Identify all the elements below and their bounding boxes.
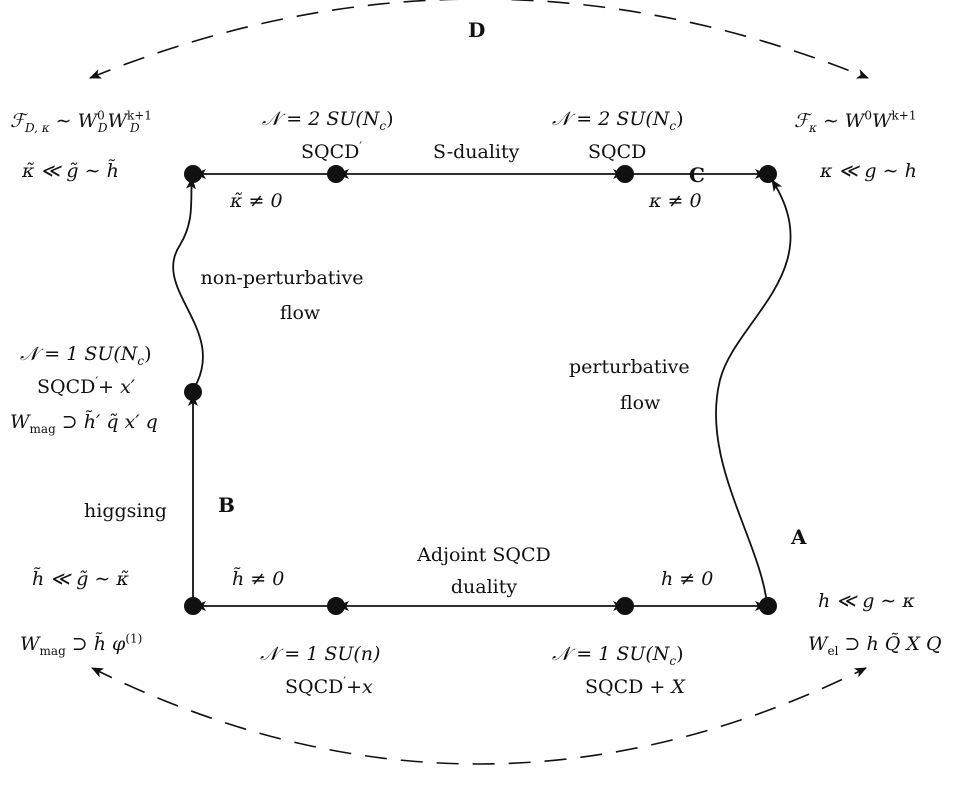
theory-sqcd-prime-middle: SQCD′+ x′ bbox=[37, 374, 136, 398]
coupling-hierarchy-dual-top: κ̃ ≪ g̃ ∼ h̃ bbox=[22, 160, 119, 182]
node-top-sqcd-prime bbox=[327, 165, 345, 183]
node-bottom-sqcd bbox=[616, 597, 634, 615]
kappa-nonzero-label: κ ≠ 0 bbox=[649, 190, 702, 212]
theory-sqcd-top: SQCD bbox=[588, 141, 647, 163]
node-middle-left bbox=[184, 383, 202, 401]
node-bottom-left bbox=[184, 597, 202, 615]
magnetic-superpotential-middle: Wmag ⊃ h̃′ q̃ x′ q bbox=[10, 411, 158, 436]
perturbative-flow-edge bbox=[715, 179, 792, 605]
coupling-hierarchy-bottom: h ≪ g ∼ κ bbox=[818, 590, 915, 612]
higgsing-label: higgsing bbox=[84, 500, 167, 522]
corner-label-c: C bbox=[689, 163, 705, 187]
theory-sqcd-prime-top: SQCD′ bbox=[301, 139, 363, 163]
theory-label-n1-su-nc: 𝒩 = 1 SU(Nc) bbox=[552, 643, 684, 668]
node-top-left bbox=[184, 165, 202, 183]
perturbative-label-line1: perturbative bbox=[569, 356, 690, 378]
theory-label-n1-su-n: 𝒩 = 1 SU(n) bbox=[260, 643, 381, 665]
h-nonzero-label: h ≠ 0 bbox=[661, 568, 714, 590]
node-bottom-sqcd-prime bbox=[327, 597, 345, 615]
corner-label-a: A bbox=[791, 525, 807, 549]
coupling-hierarchy-dual-bottom: h̃ ≪ g̃ ∼ κ̃ bbox=[32, 568, 129, 590]
nonperturbative-label-line1: non-perturbative bbox=[200, 267, 364, 289]
h-tilde-nonzero-label: h̃ ≠ 0 bbox=[232, 568, 285, 590]
perturbative-label-line2: flow bbox=[620, 392, 661, 414]
superpotential-label: ℱκ ∼ W0Wk+1 bbox=[794, 108, 917, 135]
adjoint-duality-label-line2: duality bbox=[450, 576, 518, 598]
coupling-hierarchy-top: κ ≪ g ∼ h bbox=[820, 160, 917, 182]
adjoint-duality-label-line1: Adjoint SQCD bbox=[417, 544, 551, 566]
theory-label-n2-dual: 𝒩 = 2 SU(Nc) bbox=[262, 108, 394, 133]
dashed-arc-bottom bbox=[91, 667, 867, 765]
nonperturbative-flow-edge bbox=[172, 177, 204, 391]
magnetic-superpotential-bottom: Wmag ⊃ h̃ φ(1) bbox=[20, 631, 143, 658]
electric-superpotential: Wel ⊃ h Q̃ X Q bbox=[808, 633, 942, 658]
theory-sqcd-bottom: SQCD + X bbox=[585, 676, 685, 698]
theory-sqcd-prime-bottom: SQCD′+x bbox=[285, 674, 373, 698]
node-top-right bbox=[759, 165, 777, 183]
node-top-sqcd bbox=[616, 165, 634, 183]
kappa-tilde-nonzero-label: κ̃ ≠ 0 bbox=[230, 190, 283, 212]
theory-label-n1-middle: 𝒩 = 1 SU(Nc) bbox=[20, 343, 152, 368]
superpotential-dual-label: ℱD, κ ∼ W0D​Wk+1D bbox=[10, 108, 152, 135]
nonperturbative-label-line2: flow bbox=[279, 302, 321, 324]
s-duality-label: S-duality bbox=[433, 141, 520, 163]
corner-label-b: B bbox=[218, 493, 235, 517]
node-bottom-right bbox=[759, 597, 777, 615]
corner-label-d: D bbox=[468, 18, 486, 42]
theory-label-n2: 𝒩 = 2 SU(Nc) bbox=[552, 108, 684, 133]
dashed-arc-top bbox=[89, 0, 869, 79]
